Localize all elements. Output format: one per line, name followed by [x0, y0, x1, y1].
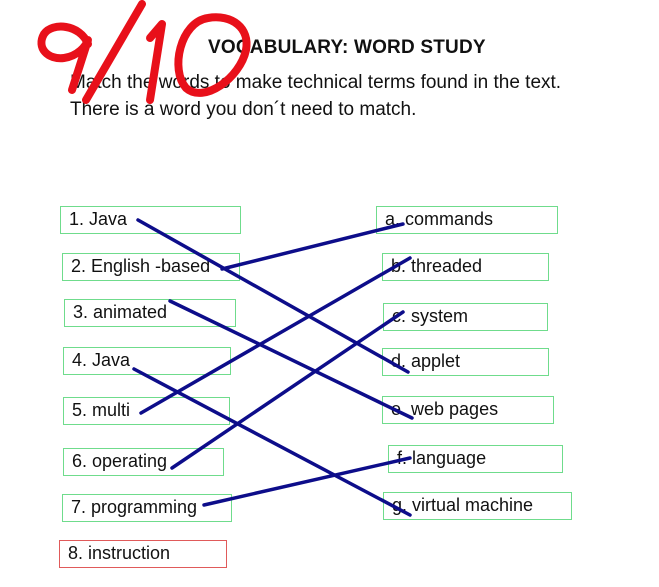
instruction-line-1: Match the words to make technical terms … — [70, 72, 562, 93]
instruction-line-2: There is a word you don´t need to match. — [70, 99, 417, 120]
left-item-8[interactable]: 8. instruction — [59, 540, 227, 568]
match-line-5-b — [139, 256, 412, 415]
left-item-6[interactable]: 6. operating — [63, 448, 224, 476]
left-item-1[interactable]: 1. Java — [60, 206, 241, 234]
right-item-c[interactable]: c. system — [383, 303, 548, 331]
right-item-d[interactable]: d. applet — [382, 348, 549, 376]
page-title: VOCABULARY: WORD STUDY — [208, 37, 486, 58]
match-line-6-c — [170, 310, 405, 470]
left-item-5[interactable]: 5. multi — [63, 397, 230, 425]
right-item-b[interactable]: b. threaded — [382, 253, 549, 281]
match-line-7-f — [202, 456, 412, 507]
left-item-4[interactable]: 4. Java — [63, 347, 231, 375]
left-item-2[interactable]: 2. English -based — [62, 253, 240, 281]
left-item-3[interactable]: 3. animated — [64, 299, 236, 327]
right-item-e[interactable]: e. web pages — [382, 396, 554, 424]
left-item-7[interactable]: 7. programming — [62, 494, 232, 522]
right-item-a[interactable]: a. commands — [376, 206, 558, 234]
right-item-f[interactable]: f. language — [388, 445, 563, 473]
right-item-g[interactable]: g. virtual machine — [383, 492, 572, 520]
